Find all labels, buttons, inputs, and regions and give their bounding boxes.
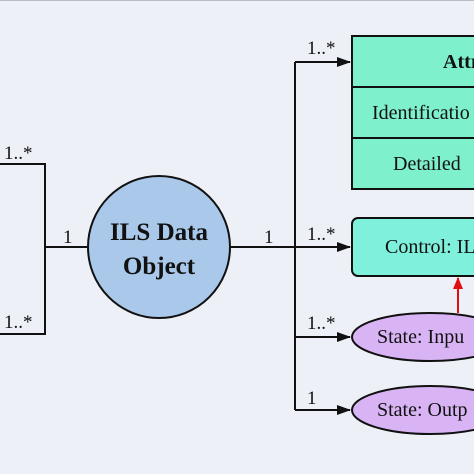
multiplicity-left-link: 1 [63, 227, 73, 248]
control-box [351, 217, 474, 277]
state-output-node [351, 385, 474, 435]
multiplicity-to-attributes: 1..* [307, 38, 336, 59]
multiplicity-to-state-input: 1..* [307, 313, 336, 334]
attributes-row-identification: Identificatio [372, 102, 470, 124]
multiplicity-left-bottom: 1..* [4, 312, 33, 333]
multiplicity-left-top: 1..* [4, 143, 33, 164]
state-input-node [351, 312, 474, 362]
state-input-label: State: Inpu [377, 326, 465, 348]
ils-data-object-node [87, 175, 231, 319]
attributes-table [351, 35, 474, 190]
center-node-title-line1: ILS Data [110, 219, 208, 246]
multiplicity-to-state-output: 1 [307, 388, 317, 409]
left-connector-bottom [0, 247, 46, 335]
multiplicity-to-control: 1..* [307, 224, 336, 245]
left-connector-top [0, 163, 46, 247]
multiplicity-right-link: 1 [264, 227, 274, 248]
attributes-header: Attr [443, 51, 474, 73]
attributes-row-detailed: Detailed [393, 153, 461, 175]
center-node-title-line2: Object [122, 253, 196, 280]
control-box-label: Control: IL [385, 236, 474, 258]
state-output-label: State: Outp [377, 399, 468, 421]
